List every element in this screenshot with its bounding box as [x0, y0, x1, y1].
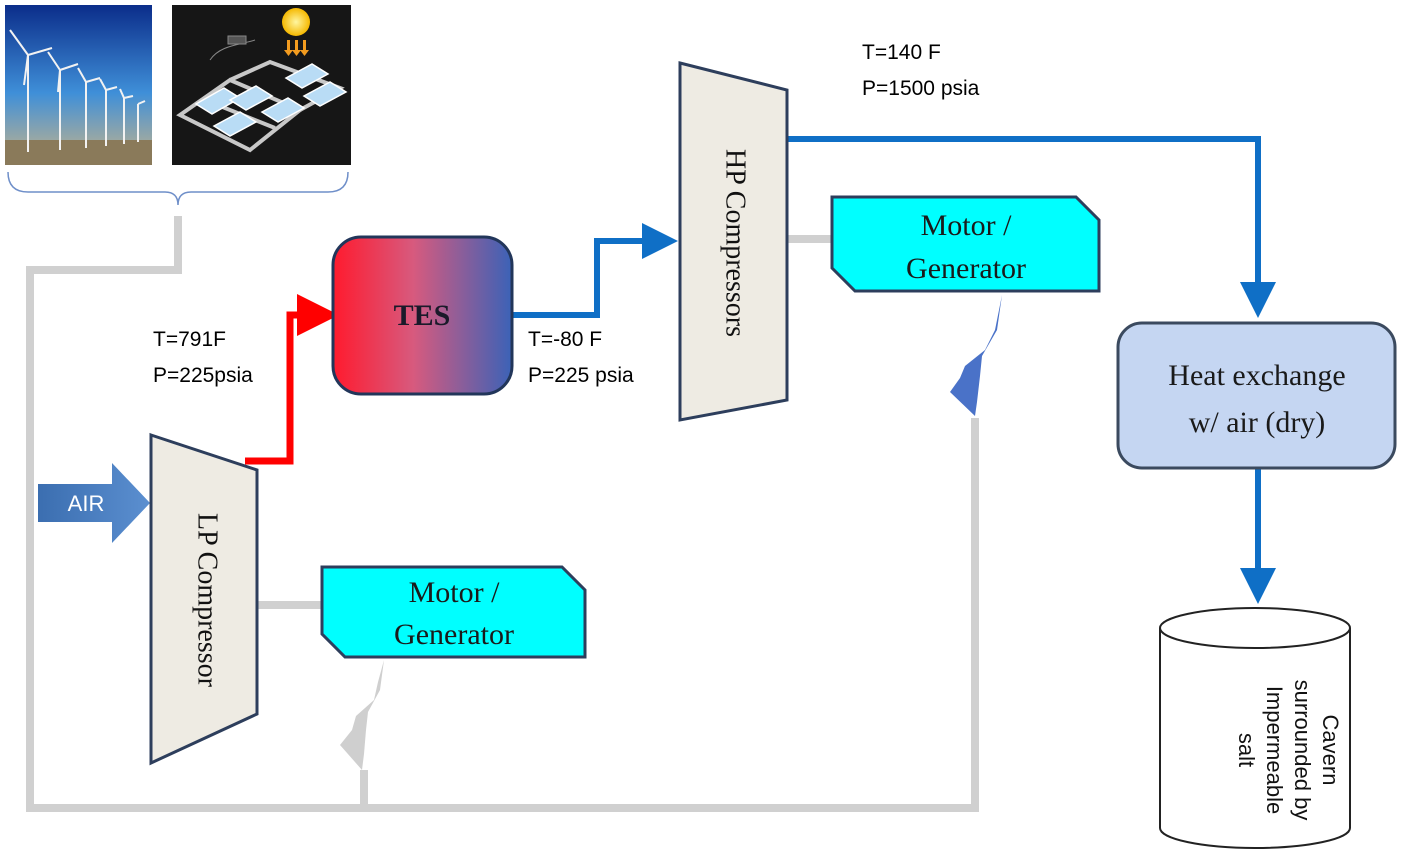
lightning-bolt-grey-icon [340, 660, 384, 770]
hot-air-line [245, 294, 339, 465]
cavern-line1: Cavern [1318, 715, 1343, 786]
cavern-line3: Impermeable [1262, 686, 1287, 814]
state-hp-pressure: P=1500 psia [862, 77, 980, 100]
hp-compressors: HP Compressors [678, 61, 789, 422]
state-hp-temp: T=140 F [862, 41, 941, 64]
state-lp-pressure: P=225psia [153, 364, 253, 387]
cavern-line4: salt [1234, 733, 1259, 767]
tes-storage: TES [331, 235, 514, 396]
cold-air-lines [512, 136, 1276, 604]
wind-turbines-photo [5, 5, 152, 165]
tes-label: TES [394, 299, 451, 332]
hp-compressors-label: HP Compressors [720, 149, 751, 337]
motor-generator-top: Motor / Generator [830, 195, 1101, 293]
motor-generator-top-line1: Motor / [921, 209, 1013, 242]
air-inlet-arrow: AIR [38, 463, 150, 543]
solar-panels-illustration [172, 5, 351, 165]
state-lp-outlet: T=791F P=225psia [153, 328, 253, 387]
cavern-line2: surrounded by [1290, 680, 1315, 821]
state-tes-outlet: T=-80 F P=225 psia [528, 328, 634, 387]
state-tes-pressure: P=225 psia [528, 364, 634, 387]
lp-compressor: LP Compressor [149, 432, 259, 766]
heat-exchange-line1: Heat exchange [1168, 359, 1345, 392]
electrical-supply-lines [26, 216, 979, 812]
motor-generator-bottom: Motor / Generator [320, 565, 587, 659]
lp-compressor-label: LP Compressor [192, 513, 223, 688]
lightning-bolt-blue-icon [950, 295, 1002, 416]
motor-generator-bottom-line1: Motor / [409, 576, 501, 609]
heat-exchanger: Heat exchange w/ air (dry) [1116, 321, 1397, 470]
state-tes-temp: T=-80 F [528, 328, 602, 351]
salt-cavern: Cavern surrounded by Impermeable salt [1159, 607, 1351, 849]
motor-generator-top-line2: Generator [906, 252, 1026, 285]
state-lp-temp: T=791F [153, 328, 226, 351]
motor-generator-bottom-line2: Generator [394, 618, 514, 651]
state-hp-outlet: T=140 F P=1500 psia [862, 41, 980, 100]
images-brace [7, 171, 349, 206]
heat-exchange-line2: w/ air (dry) [1189, 406, 1326, 439]
air-label: AIR [68, 491, 105, 516]
